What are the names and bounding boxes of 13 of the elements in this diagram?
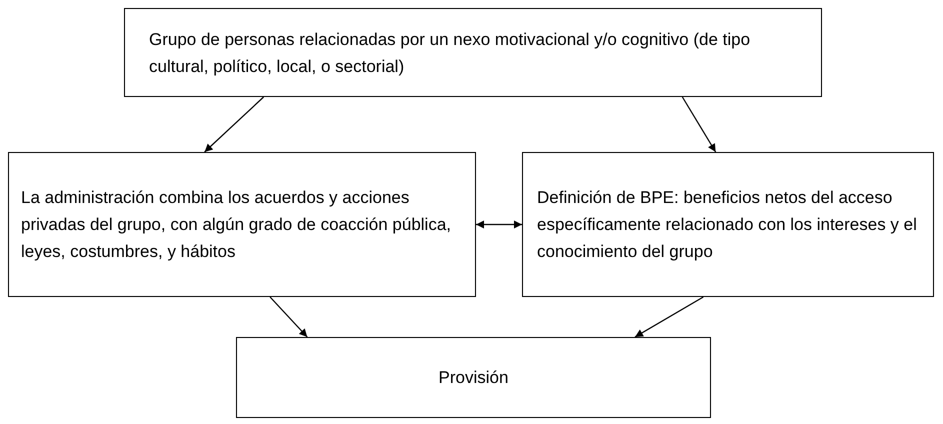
process-box — [8, 152, 476, 297]
process-box — [124, 8, 822, 97]
arrow — [204, 96, 264, 152]
arrow — [270, 296, 308, 338]
arrow — [476, 220, 522, 228]
box-text: La administración combina los acuerdos y acciones privadas del grupo, con algún grado de coacción pública, leyes, costumbres, y hábitos — [21, 187, 452, 263]
box-text: Grupo de personas relacionadas por un nexo motivacional y/o cognitivo (de tipo cultural, político, local, o sectorial) — [149, 28, 752, 78]
arrow — [682, 96, 716, 152]
box-text: Provisión — [438, 367, 508, 389]
process-box — [522, 152, 934, 297]
box-text: Definición de BPE: beneficios netos del acceso específicamente relacionado con los intereses y el conocimiento del grupo — [537, 187, 918, 263]
arrow — [634, 296, 704, 338]
process-box — [236, 337, 711, 418]
